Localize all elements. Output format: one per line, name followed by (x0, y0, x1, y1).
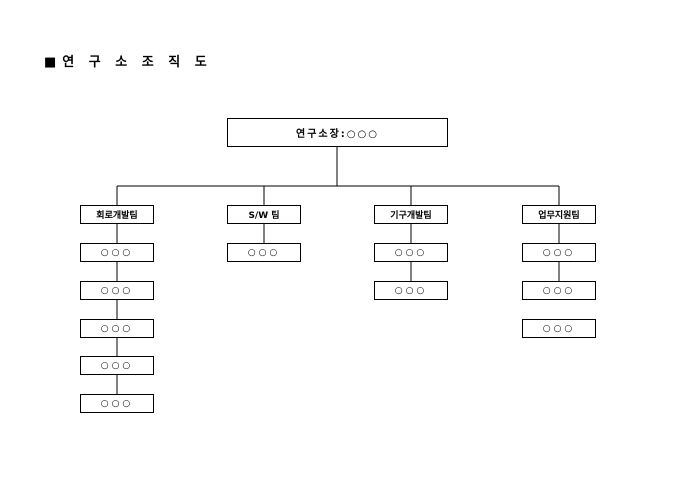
title-marker: ■ (44, 55, 57, 70)
member-box: ○○○ (374, 281, 448, 300)
member-box: ○○○ (522, 281, 596, 300)
member-box: ○○○ (80, 243, 154, 262)
title-text: 연 구 소 조 직 도 (62, 55, 212, 70)
member-box: ○○○ (227, 243, 301, 262)
member-box: ○○○ (80, 356, 154, 375)
team-head-circuit: 회로개발팀 (80, 205, 154, 224)
team-head-software: S/W 팀 (227, 205, 301, 224)
team-head-mechanical: 기구개발팀 (374, 205, 448, 224)
director-box: 연구소장:○○○ (227, 118, 448, 147)
page-title: ■ 연 구 소 조 직 도 (44, 55, 212, 71)
member-box: ○○○ (522, 243, 596, 262)
team-head-support: 업무지원팀 (522, 205, 596, 224)
member-box: ○○○ (80, 281, 154, 300)
member-box: ○○○ (374, 243, 448, 262)
member-box: ○○○ (80, 319, 154, 338)
member-box: ○○○ (522, 319, 596, 338)
member-box: ○○○ (80, 394, 154, 413)
